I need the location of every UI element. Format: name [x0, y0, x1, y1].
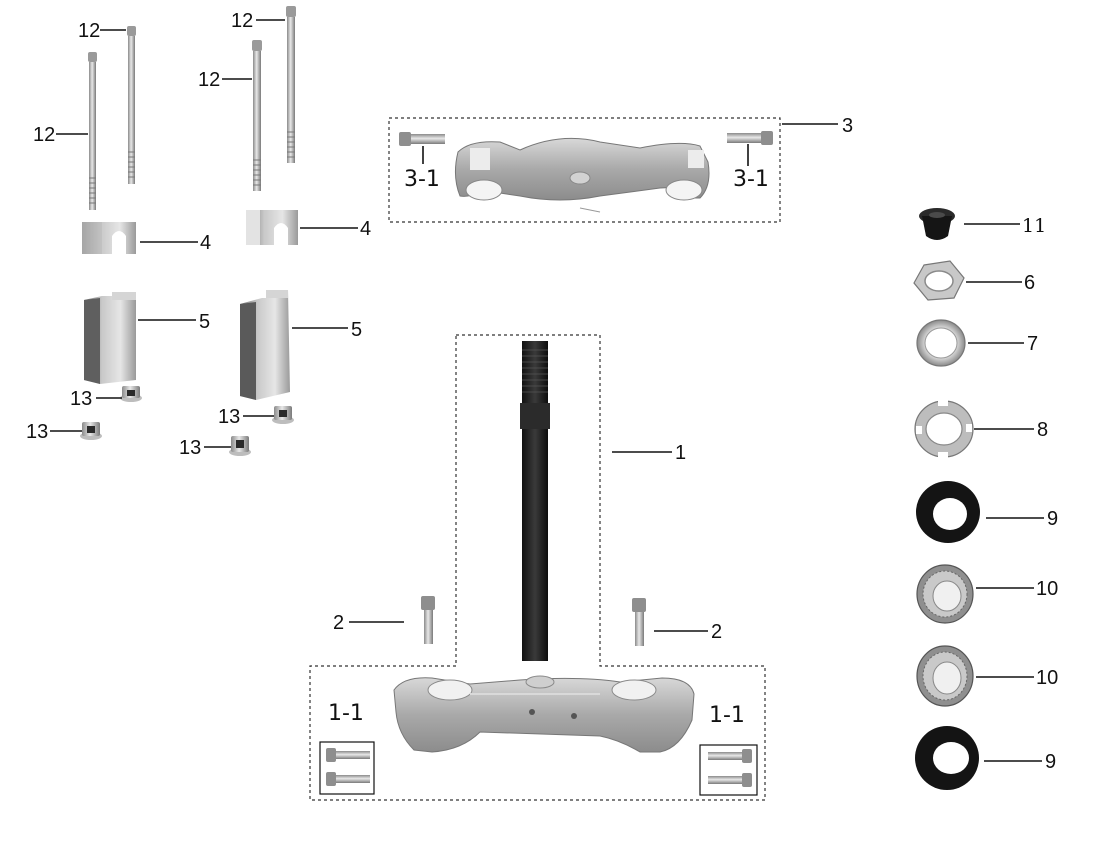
callout-12b: 12	[33, 124, 55, 146]
long-bolt-4	[286, 6, 296, 163]
callout-5b: 5	[351, 319, 362, 341]
upper-bracket-bolt-left	[399, 132, 445, 146]
dust-seal-upper	[916, 481, 980, 543]
bearing-lower	[916, 645, 974, 707]
callout-13b: 13	[26, 421, 48, 443]
stem-bolt-right	[632, 598, 646, 646]
callout-11: 11	[1022, 215, 1046, 237]
washer	[916, 319, 966, 367]
callout-3-1b: 3-1	[733, 167, 769, 192]
callout-5a: 5	[199, 311, 210, 333]
bearing-upper	[916, 564, 974, 624]
bolt-set-frame-right	[699, 744, 758, 796]
callout-10a: 10	[1036, 578, 1058, 600]
callout-1-1b: 1-1	[709, 703, 745, 728]
callout-9b: 9	[1045, 751, 1056, 773]
dust-seal-lower	[915, 726, 979, 790]
flange-nut-4	[229, 436, 251, 456]
callout-7: 7	[1027, 333, 1038, 355]
callout-10b: 10	[1036, 667, 1058, 689]
lower-bracket	[393, 675, 695, 753]
long-bolt-1	[88, 52, 97, 210]
callout-3: 3	[842, 115, 853, 137]
callout-1-1a: 1-1	[328, 701, 364, 726]
callout-3-1a: 3-1	[404, 167, 440, 192]
bolt-set-right	[708, 749, 752, 787]
flange-nut-1	[120, 386, 142, 402]
callout-2a: 2	[333, 612, 344, 634]
callout-2b: 2	[711, 621, 722, 643]
callout-12c: 12	[231, 10, 253, 32]
callout-13c: 13	[218, 406, 240, 428]
cap	[919, 208, 955, 240]
clamp-top-1	[82, 222, 136, 254]
bolt-set-left	[326, 748, 370, 786]
long-bolt-3	[252, 40, 262, 191]
upper-bracket-bolt-right	[727, 131, 773, 145]
clamp-bottom-1	[84, 292, 136, 384]
stem-assembly-frame	[309, 334, 766, 801]
callout-13a: 13	[70, 388, 92, 410]
slotted-nut	[914, 400, 974, 458]
flange-nut-3	[272, 406, 294, 424]
callout-13d: 13	[179, 437, 201, 459]
callout-6: 6	[1024, 272, 1035, 294]
callout-12d: 12	[198, 69, 220, 91]
callout-1: 1	[675, 442, 686, 464]
steering-stem	[520, 341, 550, 661]
callout-4a: 4	[200, 232, 211, 254]
callout-9a: 9	[1047, 508, 1058, 530]
clamp-bottom-2	[240, 290, 290, 400]
callout-8: 8	[1037, 419, 1048, 441]
hex-nut	[913, 260, 965, 301]
callout-4b: 4	[360, 218, 371, 240]
stem-bolt-left	[421, 596, 435, 644]
upper-bracket	[454, 137, 710, 213]
long-bolt-2	[127, 26, 136, 184]
clamp-top-2	[246, 210, 298, 245]
upper-bracket-frame	[388, 117, 781, 223]
flange-nut-2	[80, 422, 102, 440]
bolt-set-frame-left	[319, 741, 375, 795]
callout-12a: 12	[78, 20, 100, 42]
